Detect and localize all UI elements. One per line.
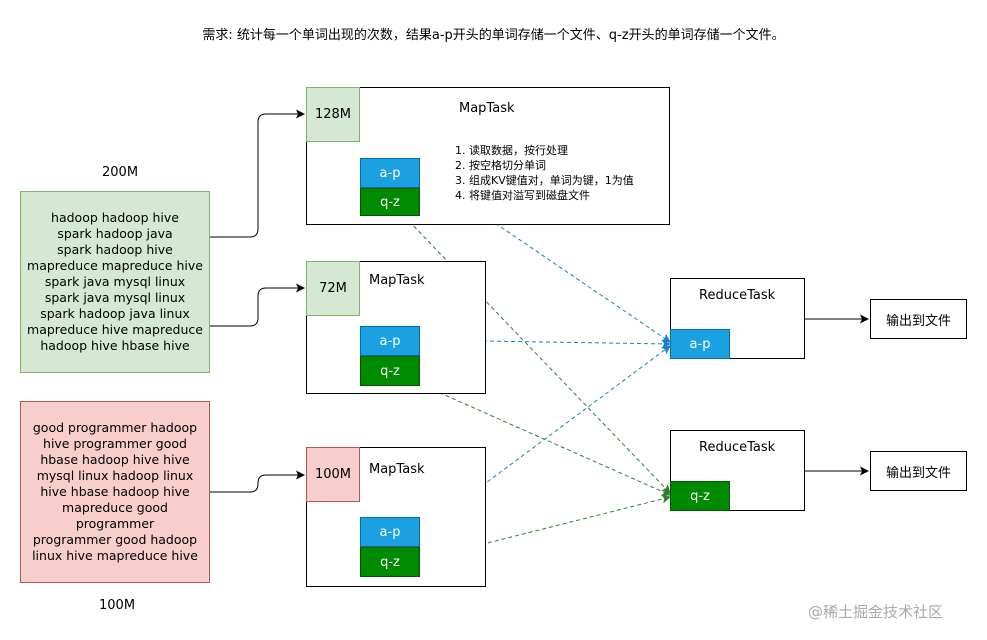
reduce-task-1-title: ReduceTask — [699, 288, 776, 303]
file1-line: spark hadoop java — [57, 226, 173, 241]
map-task-2-split: 72M — [306, 261, 360, 316]
arrow-file1-to-map1 — [210, 109, 305, 238]
file2-line: hive hbase hadoop hive — [40, 484, 190, 499]
map-task-1-split: 128M — [306, 87, 360, 142]
file2-line: mysql linux hadoop linux — [36, 468, 194, 483]
map-step: 1. 读取数据，按行处理 — [455, 144, 568, 157]
file1-line: spark java mysql linux — [44, 274, 186, 289]
file1-line: spark hadoop java linux — [40, 306, 190, 321]
source-file-1: hadoop hadoop hive spark hadoop java spa… — [20, 191, 210, 373]
reduce-task-2-partition: q-z — [670, 481, 730, 511]
watermark: @稀土掘金技术社区 — [808, 603, 944, 621]
file2-line: linux hive mapreduce hive — [32, 548, 198, 563]
file2-line: good programmer hadoop — [32, 420, 198, 435]
file1-line: mapreduce hive mapreduce — [27, 322, 203, 337]
requirement-title: 需求: 统计每一个单词出现的次数，结果a-p开头的单词存储一个文件、q-z开头的… — [202, 28, 785, 43]
reduce-task-1-partition: a-p — [670, 329, 730, 359]
map-task-1-title: MapTask — [459, 101, 515, 116]
map-task-1-partition-qz: q-z — [360, 188, 420, 216]
map-step: 3. 组成KV键值对，单词为键，1为值 — [455, 174, 634, 187]
map-task-2-partition-ap: a-p — [360, 326, 420, 356]
map-task-1-partition-ap: a-p — [360, 158, 420, 188]
map-task-3-split: 100M — [306, 447, 360, 502]
arrow-file1-to-map2 — [210, 283, 305, 327]
file1-line: spark hadoop hive — [57, 242, 173, 257]
file1-size-label: 200M — [102, 165, 139, 180]
file2-line: mapreduce good programmer — [62, 500, 168, 531]
file1-line: hadoop hive hbase hive — [40, 338, 190, 353]
reduce-task-2-title: ReduceTask — [699, 440, 776, 455]
file2-line: hive programmer good — [43, 436, 187, 451]
file2-line: programmer good hadoop — [32, 532, 198, 547]
arrow-file2-to-map3 — [210, 470, 305, 493]
map-task-3-partition-ap: a-p — [360, 517, 420, 547]
file2-size-label: 100M — [99, 598, 136, 613]
map-steps: 1. 读取数据，按行处理 2. 按空格切分单词 3. 组成KV键值对，单词为键，… — [455, 143, 667, 203]
file1-line: spark java mysql linux — [44, 290, 186, 305]
map-task-2-title: MapTask — [369, 273, 425, 288]
source-file-2: good programmer hadoop hive programmer g… — [20, 401, 210, 583]
map-task-3-partition-qz: q-z — [360, 547, 420, 577]
file1-line: mapreduce mapreduce hive — [27, 258, 203, 273]
file2-line: hbase hadoop hive hive — [40, 452, 190, 467]
map-task-3-title: MapTask — [369, 462, 425, 477]
map-task-2-partition-qz: q-z — [360, 356, 420, 386]
file1-line: hadoop hadoop hive — [51, 210, 179, 225]
shuffle-line-map2-qz — [419, 383, 671, 496]
output-file-2: 输出到文件 — [870, 451, 967, 491]
map-step: 2. 按空格切分单词 — [455, 159, 546, 172]
map-step: 4. 将键值对溢写到磁盘文件 — [455, 189, 590, 202]
output-file-1: 输出到文件 — [870, 299, 967, 339]
